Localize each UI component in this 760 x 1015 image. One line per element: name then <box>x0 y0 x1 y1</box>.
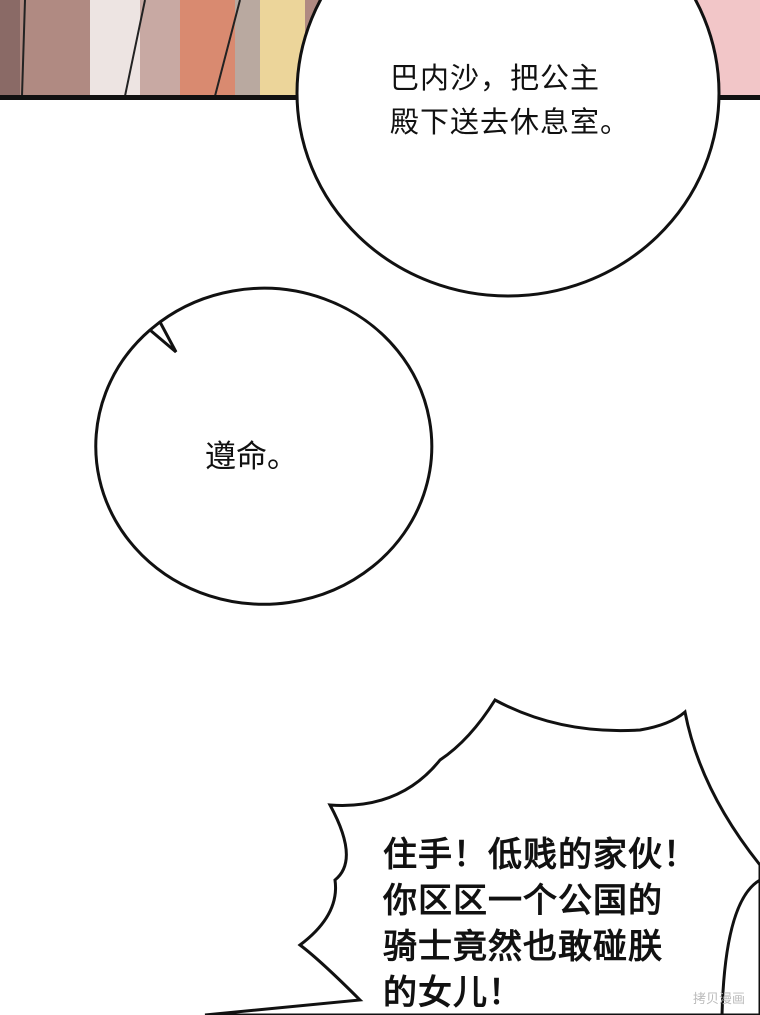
bubble-2-text: 遵命。 <box>205 435 298 479</box>
bubble-1-text: 巴内沙，把公主 殿下送去休息室。 <box>390 56 630 144</box>
text-line: 的女儿！ <box>383 973 523 1013</box>
watermark: 拷贝漫画 <box>693 992 746 1007</box>
text-line: 住手！低贱的家伙！ <box>383 835 698 875</box>
shout-bubble-edge <box>720 878 760 1015</box>
speech-bubble-2 <box>94 286 434 606</box>
text-line: 遵命。 <box>205 439 298 475</box>
text-line: 巴内沙，把公主 <box>390 61 601 95</box>
text-line: 你区区一个公国的 <box>383 881 663 921</box>
text-line: 骑士竟然也敢碰朕 <box>383 927 663 967</box>
bubble-3-text: 住手！低贱的家伙！ 你区区一个公国的 骑士竟然也敢碰朕 的女儿！ <box>383 832 698 1015</box>
shout-bubble <box>204 698 760 1015</box>
text-line: 殿下送去休息室。 <box>390 105 631 139</box>
speech-bubble-1 <box>295 0 721 298</box>
